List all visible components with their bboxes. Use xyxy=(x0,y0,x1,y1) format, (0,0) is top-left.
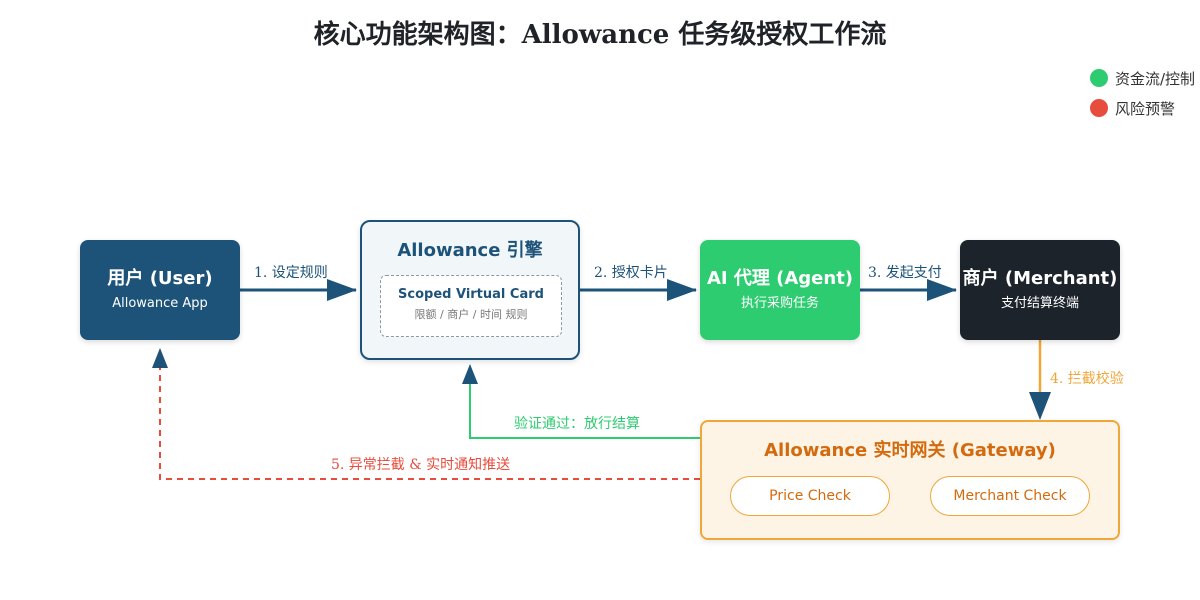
edge-gateway-user-arrowhead xyxy=(152,348,168,368)
virtual-card-box: Scoped Virtual Card 限额 / 商户 / 时间 规则 xyxy=(380,275,562,337)
edge-merchant-gateway-arrowhead xyxy=(1029,392,1051,420)
agent-node-subtitle: 执行采购任务 xyxy=(740,296,819,311)
edge-gateway-user xyxy=(159,364,700,480)
edge-label-verify-pass: 验证通过：放行结算 xyxy=(514,416,640,432)
user-node: 用户 (User) Allowance App xyxy=(80,240,240,340)
agent-node-title: AI 代理 (Agent) xyxy=(706,268,854,289)
edge-label-intercept-check: 4. 拦截校验 xyxy=(1050,371,1124,387)
user-node-title: 用户 (User) xyxy=(107,268,213,289)
agent-node: AI 代理 (Agent) 执行采购任务 xyxy=(700,240,860,340)
edge-label-authorize-card: 2. 授权卡片 xyxy=(594,265,668,281)
legend: 资金流/控制 风险预警 xyxy=(1090,68,1195,128)
legend-item-flow: 资金流/控制 xyxy=(1090,68,1195,88)
price-check-pill: Price Check xyxy=(730,476,890,516)
legend-label-risk: 风险预警 xyxy=(1115,99,1176,118)
gateway-node-title: Allowance 实时网关 (Gateway) xyxy=(764,440,1056,461)
edge-gateway-engine-arrowhead xyxy=(462,364,478,384)
virtual-card-title: Scoped Virtual Card xyxy=(398,287,544,302)
legend-dot-green xyxy=(1090,69,1108,87)
merchant-node-subtitle: 支付结算终端 xyxy=(1000,296,1079,311)
page-title: 核心功能架构图：Allowance 任务级授权工作流 xyxy=(313,20,887,50)
merchant-node-title: 商户 (Merchant) xyxy=(962,268,1118,289)
edge-label-initiate-payment: 3. 发起支付 xyxy=(868,265,942,281)
edge-label-set-rules: 1. 设定规则 xyxy=(254,265,328,281)
edge-label-exception-alert: 5. 异常拦截 & 实时通知推送 xyxy=(331,457,511,473)
merchant-node: 商户 (Merchant) 支付结算终端 xyxy=(960,240,1120,340)
edge-gateway-engine xyxy=(469,368,700,439)
legend-label-flow: 资金流/控制 xyxy=(1115,69,1196,88)
legend-item-risk: 风险预警 xyxy=(1090,98,1195,118)
engine-node: Allowance 引擎 Scoped Virtual Card 限额 / 商户… xyxy=(360,220,580,360)
legend-dot-red xyxy=(1090,99,1108,117)
user-node-subtitle: Allowance App xyxy=(112,296,208,311)
merchant-check-pill: Merchant Check xyxy=(930,476,1090,516)
engine-node-title: Allowance 引擎 xyxy=(397,240,543,261)
gateway-node: Allowance 实时网关 (Gateway) Price Check Mer… xyxy=(700,420,1120,540)
virtual-card-rules: 限额 / 商户 / 时间 规则 xyxy=(414,308,528,321)
